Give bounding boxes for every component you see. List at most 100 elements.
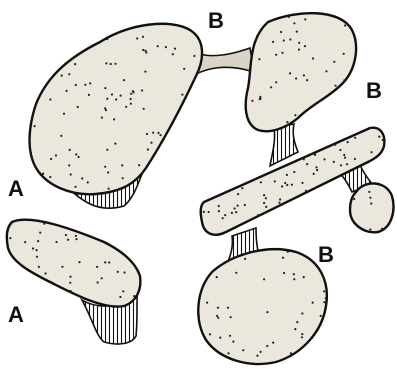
stipple-dot (61, 75, 63, 77)
stipple-dot (133, 295, 135, 297)
stipple-dot (113, 118, 115, 120)
stipple-dot (125, 106, 127, 108)
stipple-dot (120, 95, 122, 97)
stipple-dot (335, 85, 337, 87)
stipple-dot (42, 173, 44, 175)
stipple-dot (313, 173, 315, 175)
stipple-dot (235, 272, 237, 274)
stipple-dot (289, 72, 291, 74)
stipple-dot (104, 87, 106, 89)
stipple-dot (293, 171, 295, 173)
stipple-dot (193, 55, 195, 57)
stipple-dot (152, 132, 154, 134)
stipple-dot (74, 63, 76, 65)
stipple-dot (145, 51, 147, 53)
stipple-dot (244, 204, 246, 206)
stipple-dot (92, 300, 94, 302)
stipple-dot (69, 276, 71, 278)
stipple-dot (266, 345, 268, 347)
stipple-dot (142, 49, 144, 51)
stipple-dot (217, 317, 219, 319)
stipple-dot (106, 98, 108, 100)
stipple-dot (281, 52, 283, 54)
stipple-dot (301, 336, 303, 338)
stipple-dot (343, 79, 345, 81)
stipple-dot (260, 351, 262, 353)
stipple-dot (132, 90, 134, 92)
stipple-dot (344, 157, 346, 159)
stipple-dot (218, 205, 220, 207)
stipple-dot (69, 282, 71, 284)
stipple-dot (242, 349, 244, 351)
stipple-dot (142, 36, 144, 38)
stipple-dot (287, 124, 289, 126)
stipple-dot (257, 214, 259, 216)
stipple-dot (232, 341, 234, 343)
stipple-dot (294, 328, 296, 330)
stipple-dot (74, 186, 76, 188)
stipple-dot (216, 276, 218, 278)
stipple-dot (298, 49, 300, 51)
stipple-dot (293, 278, 295, 280)
stipple-dot (266, 311, 268, 313)
stipple-dot (314, 154, 316, 156)
stipple-dot (60, 135, 62, 137)
stipple-dot (49, 176, 51, 178)
stipple-dot (343, 154, 345, 156)
stipple-dot (115, 98, 117, 100)
stipple-dot (78, 261, 80, 263)
stipple-dot (219, 337, 221, 339)
stipple-dot (106, 38, 108, 40)
stipple-dot (343, 53, 345, 55)
stipple-dot (104, 261, 106, 263)
stipple-dot (275, 81, 277, 83)
stipple-dot (75, 238, 77, 240)
stipple-dot (281, 185, 283, 187)
stipple-dot (107, 171, 109, 173)
stipple-dot (32, 247, 34, 249)
stipple-dot (68, 164, 70, 166)
stipple-dot (89, 82, 91, 84)
stipple-dot (101, 117, 103, 119)
stipple-dot (104, 166, 106, 168)
stipple-dot (353, 198, 355, 200)
stipple-dot (227, 352, 229, 354)
label-a-upper: A (8, 176, 24, 201)
stipple-dot (108, 261, 110, 263)
stipple-dot (24, 241, 26, 243)
stipple-dot (283, 39, 285, 41)
label-b-right: B (366, 78, 382, 103)
stipple-dot (43, 223, 45, 225)
stipple-dot (275, 54, 277, 56)
stipple-dot (78, 156, 80, 158)
stipple-dot (61, 266, 63, 268)
stipple-dot (130, 103, 132, 105)
stipple-dot (55, 241, 57, 243)
stipple-dot (312, 302, 314, 304)
stipple-dot (263, 202, 265, 204)
stipple-dot (312, 57, 314, 59)
stipple-dot (339, 149, 341, 151)
stipple-dot (198, 314, 200, 316)
stipple-dot (301, 182, 303, 184)
stipple-dot (70, 173, 72, 175)
stipple-dot (65, 234, 67, 236)
stipple-dot (371, 151, 373, 153)
stipple-dot (237, 193, 239, 195)
stipple-dot (283, 272, 285, 274)
stipple-dot (172, 53, 174, 55)
stipple-dot (289, 38, 291, 40)
stipple-dot (346, 163, 348, 165)
stipple-dot (70, 290, 72, 292)
stipple-dot (136, 37, 138, 39)
stipple-dot (96, 266, 98, 268)
stipple-dot (193, 78, 195, 80)
stipple-dot (203, 211, 205, 213)
stipple-dot (354, 137, 356, 139)
stipple-dot (340, 164, 342, 166)
stipple-dot (230, 316, 232, 318)
stipple-dot (298, 42, 300, 44)
stipple-dot (263, 278, 265, 280)
stipple-dot (274, 180, 276, 182)
stipple-dot (280, 31, 282, 33)
